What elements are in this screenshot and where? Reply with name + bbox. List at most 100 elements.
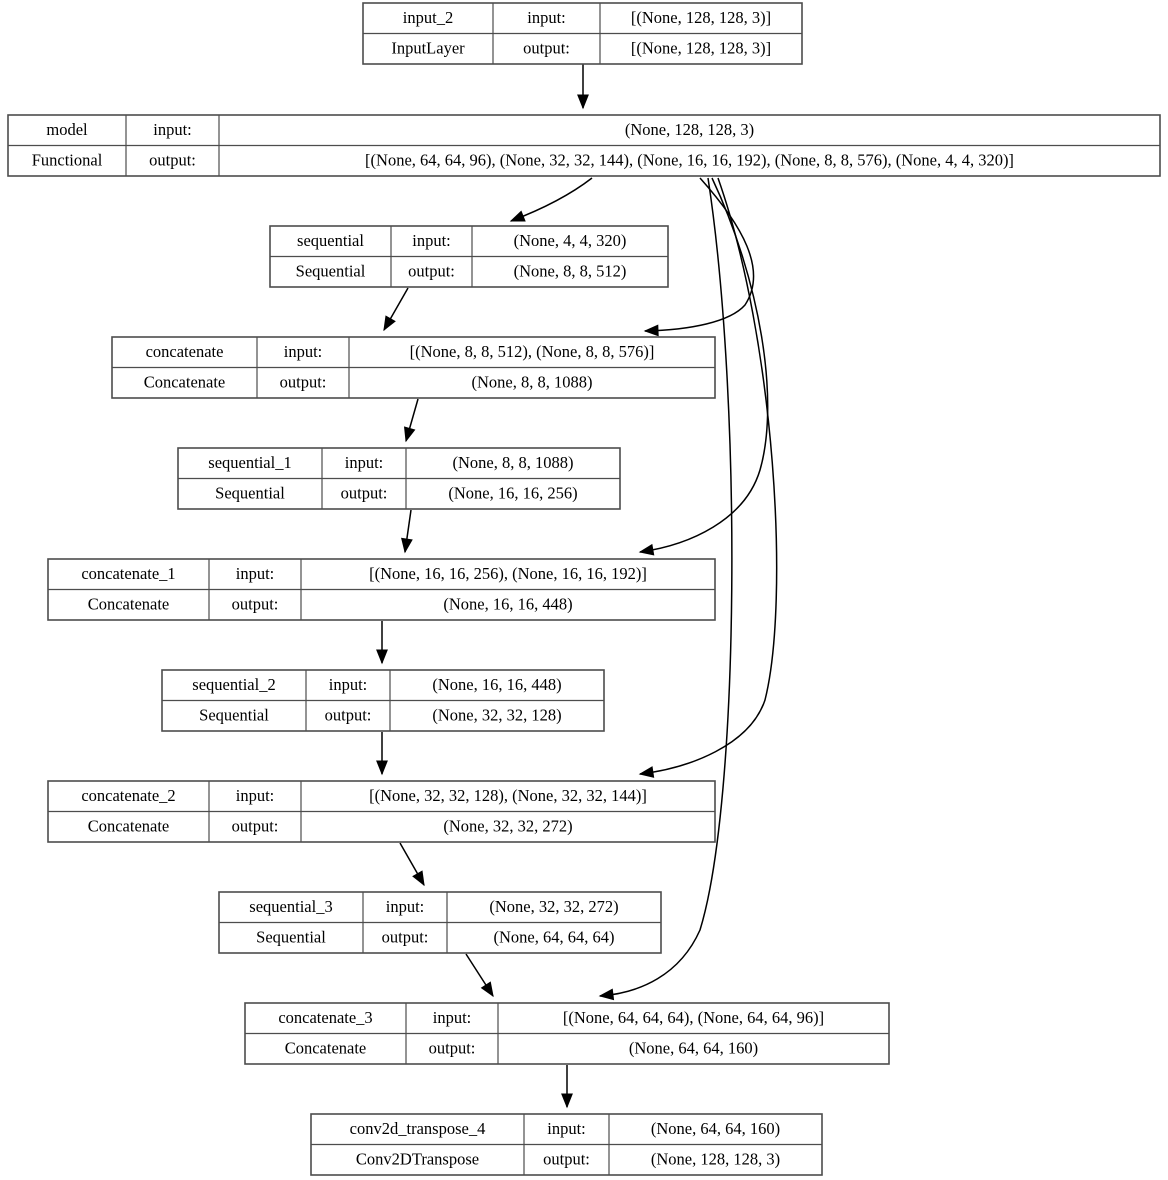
input-shape: [(None, 8, 8, 512), (None, 8, 8, 576)] xyxy=(410,342,655,361)
edge-arrowhead xyxy=(638,766,655,778)
node-name: concatenate xyxy=(146,342,224,361)
output-shape: (None, 32, 32, 272) xyxy=(443,817,572,836)
node-class: Concatenate xyxy=(88,817,170,836)
edge-concatenate_2-to-sequential_3 xyxy=(399,842,425,887)
edge-concatenate_3-to-conv2d_transpose_4 xyxy=(561,1065,573,1109)
edge-arrowhead xyxy=(480,981,494,998)
edge-sequential_2-to-concatenate_2 xyxy=(376,732,388,776)
output-shape: (None, 16, 16, 256) xyxy=(448,484,577,503)
output-label: output: xyxy=(149,151,196,170)
input-shape: (None, 64, 64, 160) xyxy=(651,1119,780,1138)
edge-arrowhead xyxy=(403,426,416,443)
edge-model-to-sequential xyxy=(509,177,593,222)
edge-arrowhead xyxy=(383,315,396,332)
edge-arrowhead xyxy=(401,537,413,554)
output-shape: (None, 128, 128, 3) xyxy=(651,1150,780,1169)
output-label: output: xyxy=(382,928,429,947)
output-label: output: xyxy=(232,595,279,614)
input-label: input: xyxy=(412,231,451,250)
node-class: Concatenate xyxy=(88,595,170,614)
node-concatenate_2[interactable]: concatenate_2Concatenateinput:output:[(N… xyxy=(47,780,716,843)
node-sequential_3[interactable]: sequential_3Sequentialinput:output:(None… xyxy=(218,891,662,954)
input-shape: (None, 4, 4, 320) xyxy=(514,231,627,250)
node-name: sequential_2 xyxy=(192,675,275,694)
output-label: output: xyxy=(543,1150,590,1169)
node-class: Sequential xyxy=(296,262,366,281)
edge-concatenate_1-to-sequential_2 xyxy=(376,621,388,665)
input-label: input: xyxy=(527,8,566,27)
output-shape: (None, 64, 64, 160) xyxy=(629,1039,758,1058)
input-shape: [(None, 128, 128, 3)] xyxy=(631,8,771,27)
edge-arrowhead xyxy=(638,543,655,556)
node-class: InputLayer xyxy=(391,39,465,58)
input-label: input: xyxy=(386,897,425,916)
node-name: concatenate_3 xyxy=(278,1008,372,1027)
output-shape: (None, 64, 64, 64) xyxy=(494,928,615,947)
node-concatenate[interactable]: concatenateConcatenateinput:output:[(Non… xyxy=(111,336,716,399)
input-label: input: xyxy=(236,564,275,583)
node-class: Sequential xyxy=(199,706,269,725)
node-name: sequential_1 xyxy=(208,453,291,472)
output-label: output: xyxy=(325,706,372,725)
edge-arrowhead xyxy=(376,649,388,665)
input-label: input: xyxy=(433,1008,472,1027)
edge-path xyxy=(639,177,778,775)
output-label: output: xyxy=(232,817,279,836)
node-class: Concatenate xyxy=(285,1039,367,1058)
edge-concatenate-to-sequential_1 xyxy=(403,398,419,443)
input-label: input: xyxy=(547,1119,586,1138)
edge-model-to-concatenate_2 xyxy=(638,177,778,778)
edge-arrowhead xyxy=(598,988,615,1001)
output-shape: (None, 32, 32, 128) xyxy=(432,706,561,725)
edge-arrowhead xyxy=(643,324,659,337)
node-name: input_2 xyxy=(403,8,453,27)
node-name: model xyxy=(46,120,88,139)
input-label: input: xyxy=(345,453,384,472)
edge-path xyxy=(510,177,593,222)
output-label: output: xyxy=(408,262,455,281)
node-name: sequential xyxy=(297,231,364,250)
node-class: Sequential xyxy=(215,484,285,503)
node-class: Conv2DTranspose xyxy=(356,1150,479,1169)
input-label: input: xyxy=(329,675,368,694)
input-shape: [(None, 64, 64, 64), (None, 64, 64, 96)] xyxy=(563,1008,824,1027)
output-label: output: xyxy=(523,39,570,58)
input-shape: (None, 32, 32, 272) xyxy=(489,897,618,916)
input-shape: (None, 8, 8, 1088) xyxy=(453,453,574,472)
output-shape: (None, 8, 8, 512) xyxy=(514,262,627,281)
edge-model-to-concatenate_1 xyxy=(638,177,769,556)
edge-path xyxy=(639,177,769,553)
edge-model-to-concatenate_3 xyxy=(598,177,733,1001)
edge-sequential_3-to-concatenate_3 xyxy=(465,953,494,998)
edge-arrowhead xyxy=(577,94,589,110)
output-label: output: xyxy=(280,373,327,392)
input-label: input: xyxy=(153,120,192,139)
output-shape: [(None, 64, 64, 96), (None, 32, 32, 144)… xyxy=(365,151,1014,170)
edge-arrowhead xyxy=(561,1093,573,1109)
node-name: concatenate_2 xyxy=(81,786,175,805)
output-label: output: xyxy=(429,1039,476,1058)
edge-input_2-to-model xyxy=(577,64,589,110)
input-shape: (None, 128, 128, 3) xyxy=(625,120,754,139)
node-name: conv2d_transpose_4 xyxy=(350,1119,486,1138)
edge-arrowhead xyxy=(376,760,388,776)
node-concatenate_1[interactable]: concatenate_1Concatenateinput:output:[(N… xyxy=(47,558,716,621)
output-label: output: xyxy=(341,484,388,503)
edge-path xyxy=(599,177,733,997)
edge-sequential-to-concatenate xyxy=(383,287,409,332)
node-class: Concatenate xyxy=(144,373,226,392)
node-class: Functional xyxy=(32,151,103,170)
edge-arrowhead xyxy=(412,870,425,887)
node-name: sequential_3 xyxy=(249,897,332,916)
output-shape: (None, 8, 8, 1088) xyxy=(472,373,593,392)
input-shape: [(None, 16, 16, 256), (None, 16, 16, 192… xyxy=(369,564,647,583)
input-label: input: xyxy=(236,786,275,805)
